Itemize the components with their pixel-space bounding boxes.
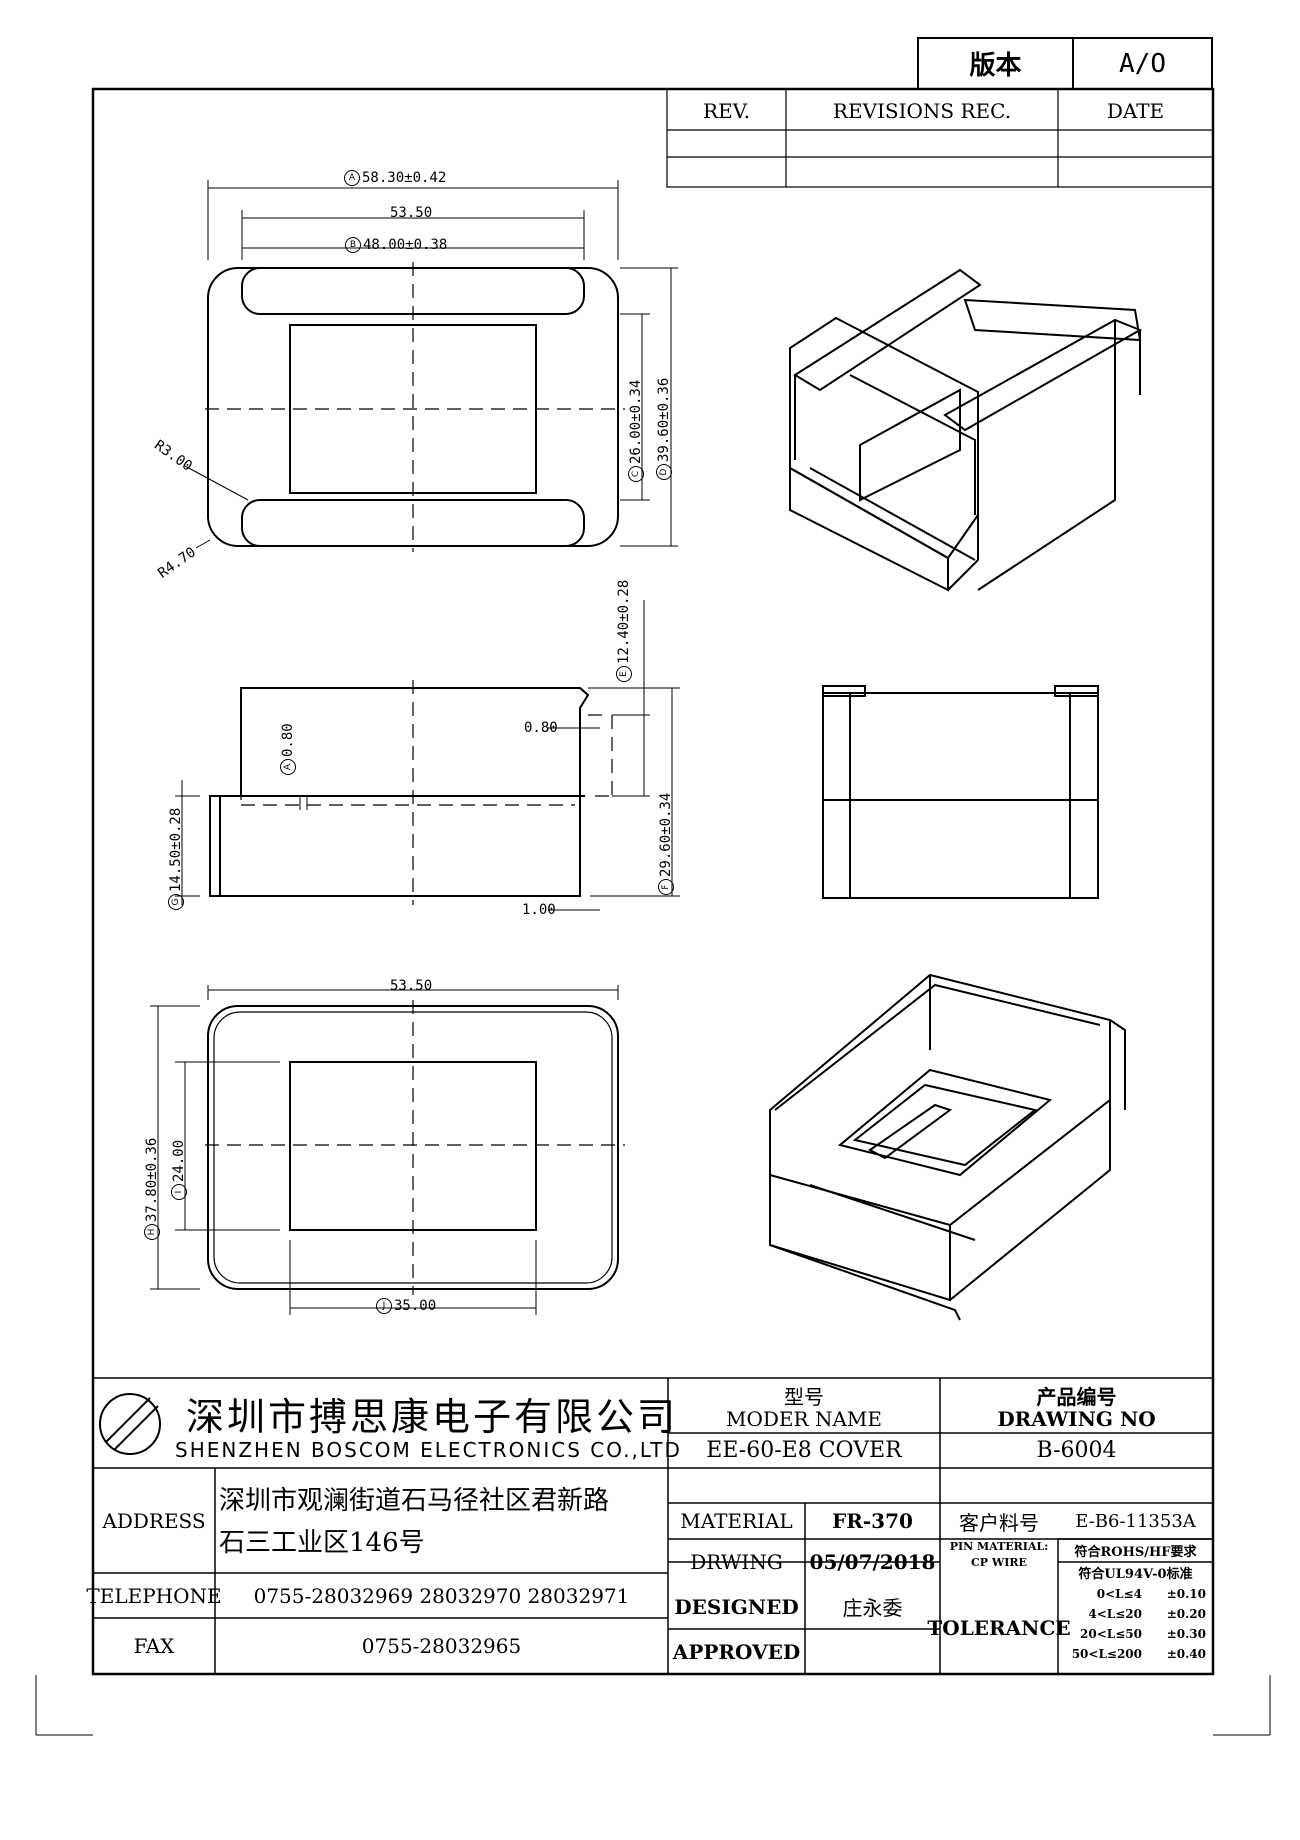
drawing-date-label: DRWING — [690, 1549, 783, 1574]
top-view — [205, 262, 625, 552]
tolerance-label: TOLERANCE — [927, 1616, 1071, 1640]
material-value: FR-370 — [832, 1509, 913, 1533]
dim-c-value: 26.00±0.34 — [628, 379, 644, 464]
model-label-cn: 型号 — [784, 1384, 824, 1409]
dim-b-value: 48.00±0.38 — [363, 237, 448, 253]
telephone-value: 0755-28032969 28032970 28032971 — [253, 1583, 630, 1608]
dim-g-mark: G — [168, 894, 184, 910]
approved-value — [805, 1629, 940, 1674]
tolerance-row: 0<L≤4±0.10 — [1096, 1587, 1206, 1601]
drawing-date-value: 05/07/2018 — [809, 1549, 936, 1574]
version-label: 版本 — [969, 51, 1022, 81]
drawing-frame — [91, 87, 1215, 1676]
title-block — [93, 1377, 1213, 1674]
designed-label: DESIGNED — [674, 1594, 799, 1619]
address-line2: 石三工业区146号 — [219, 1527, 425, 1558]
telephone-label: TELEPHONE — [86, 1583, 222, 1608]
company-name-cn: 深圳市搏思康电子有限公司 — [186, 1395, 679, 1439]
dim-a2: A 0.80 — [280, 723, 296, 775]
side-view — [209, 680, 613, 905]
rev-header: REV. — [703, 99, 750, 123]
bottom-view-dims — [150, 985, 619, 1315]
fax-value: 0755-28032965 — [361, 1634, 522, 1658]
dim-c: C 26.00±0.34 — [628, 380, 644, 482]
rohs-requirement: 符合ROHS/HF要求 — [1074, 1545, 1197, 1560]
dim-c-mark: C — [628, 466, 644, 482]
drawing-no-label-cn: 产品编号 — [1036, 1384, 1117, 1409]
tolerance-row: 50<L≤200±0.40 — [1071, 1647, 1206, 1661]
dim-d-value: 39.60±0.36 — [656, 377, 672, 462]
drawing-no-value: B-6004 — [1036, 1438, 1117, 1463]
dim-g-value: 14.50±0.28 — [168, 807, 184, 892]
bottom-view — [205, 1000, 625, 1295]
model-label-en: MODER NAME — [726, 1407, 882, 1431]
iso-view-bottom — [769, 973, 1126, 1321]
dim-i: I 24.00 — [171, 1140, 187, 1200]
dim-e: E 12.40±0.28 — [616, 580, 632, 682]
dim-e-mark: E — [616, 666, 632, 682]
designed-value: 庄永委 — [842, 1596, 903, 1620]
dim-b-mark: B — [345, 237, 361, 253]
version-value: A/O — [1119, 48, 1166, 79]
fax-label: FAX — [133, 1634, 175, 1658]
company-logo — [99, 1393, 161, 1455]
ul-requirement: 符合UL94V-0标准 — [1078, 1566, 1193, 1582]
customer-part-value: E-B6-11353A — [1075, 1510, 1196, 1532]
front-view — [822, 685, 1099, 899]
dim-f-value: 29.60±0.34 — [658, 792, 674, 877]
dim-t1: 0.80 — [524, 720, 558, 736]
dim-h-mark: H — [144, 1224, 160, 1240]
dim-h-value: 37.80±0.36 — [144, 1137, 160, 1222]
dim-h: H 37.80±0.36 — [144, 1138, 160, 1240]
corner-marks — [35, 1675, 1271, 1736]
dim-a-value: 58.30±0.42 — [362, 170, 447, 186]
dim-j-mark: J — [376, 1298, 392, 1314]
approved-label: APPROVED — [672, 1639, 801, 1664]
dim-a2-value: 0.80 — [280, 723, 296, 757]
tolerance-row: 20<L≤50±0.30 — [1080, 1627, 1206, 1641]
address-line1: 深圳市观澜街道石马径社区君新路 — [219, 1485, 610, 1516]
drawing-no-label-en: DRAWING NO — [997, 1407, 1156, 1431]
dim-f: F 29.60±0.34 — [658, 793, 674, 895]
date-header: DATE — [1106, 99, 1165, 123]
dim-53-50-top: 53.50 — [390, 205, 433, 221]
dim-i-value: 24.00 — [171, 1139, 187, 1182]
model-value: EE-60-E8 COVER — [706, 1438, 902, 1463]
material-label: MATERIAL — [680, 1508, 793, 1533]
dim-j-value: 35.00 — [394, 1298, 437, 1314]
dim-a2-mark: A — [280, 759, 296, 775]
iso-view-top — [789, 268, 1143, 592]
pin-material-wire: CP WIRE — [971, 1556, 1027, 1569]
revision-table — [666, 88, 1214, 188]
dim-t2: 1.00 — [522, 902, 556, 918]
dim-a-mark: A — [344, 170, 360, 186]
side-view-dims — [175, 600, 680, 911]
dim-f-mark: F — [658, 879, 674, 895]
address-label: ADDRESS — [102, 1508, 206, 1533]
dim-53-50-bottom: 53.50 — [390, 978, 433, 994]
pin-material-label: PIN MATERIAL: — [949, 1540, 1049, 1553]
customer-part-label: 客户料号 — [959, 1510, 1039, 1535]
company-name-en: SHENZHEN BOSCOM ELECTRONICS CO.,LTD — [175, 1438, 682, 1462]
dim-i-mark: I — [171, 1184, 187, 1200]
dim-d: D 39.60±0.36 — [656, 378, 672, 480]
revisions-rec-header: REVISIONS REC. — [832, 99, 1012, 123]
tolerance-row: 4<L≤20±0.20 — [1088, 1607, 1206, 1621]
dim-d-mark: D — [656, 464, 672, 480]
top-view-dims — [184, 180, 678, 549]
tolerance-table: 0<L≤4±0.10 4<L≤20±0.20 20<L≤50±0.30 50<L… — [1062, 1584, 1212, 1664]
dim-e-value: 12.40±0.28 — [616, 579, 632, 664]
dim-g: G 14.50±0.28 — [168, 808, 184, 910]
